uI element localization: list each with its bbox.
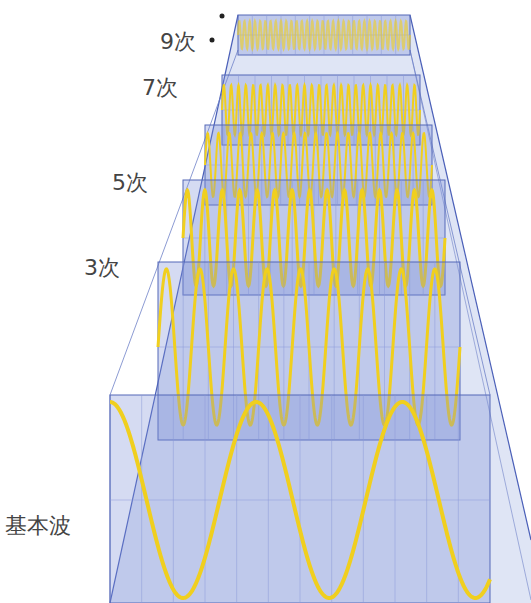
panel-face [110,395,490,603]
sine-wave [238,21,410,49]
grid-line [268,395,269,603]
grid-line [363,395,364,603]
grid-line [141,395,142,603]
sine-wave [110,402,490,598]
harmonic-order-label: 3次 [84,256,120,280]
panel-face [238,15,410,55]
fundamental-label: 基本波 [5,514,71,538]
grid-line [395,395,396,603]
grid-line [300,395,301,603]
grid-line [426,395,427,603]
ellipsis-dot [220,14,225,19]
harmonic-order-label: 7次 [142,76,178,100]
harmonic-panel [110,395,490,603]
grid-line [173,395,174,603]
harmonic-order-label: 9次 [160,30,196,54]
grid-line [205,395,206,603]
tunnel-face [110,15,531,603]
harmonic-panel [238,15,410,55]
grid-line [236,395,237,603]
grid-line [331,395,332,603]
grid-line [110,500,490,501]
harmonic-order-label: 5次 [112,171,148,195]
ellipsis-dot [210,38,215,43]
